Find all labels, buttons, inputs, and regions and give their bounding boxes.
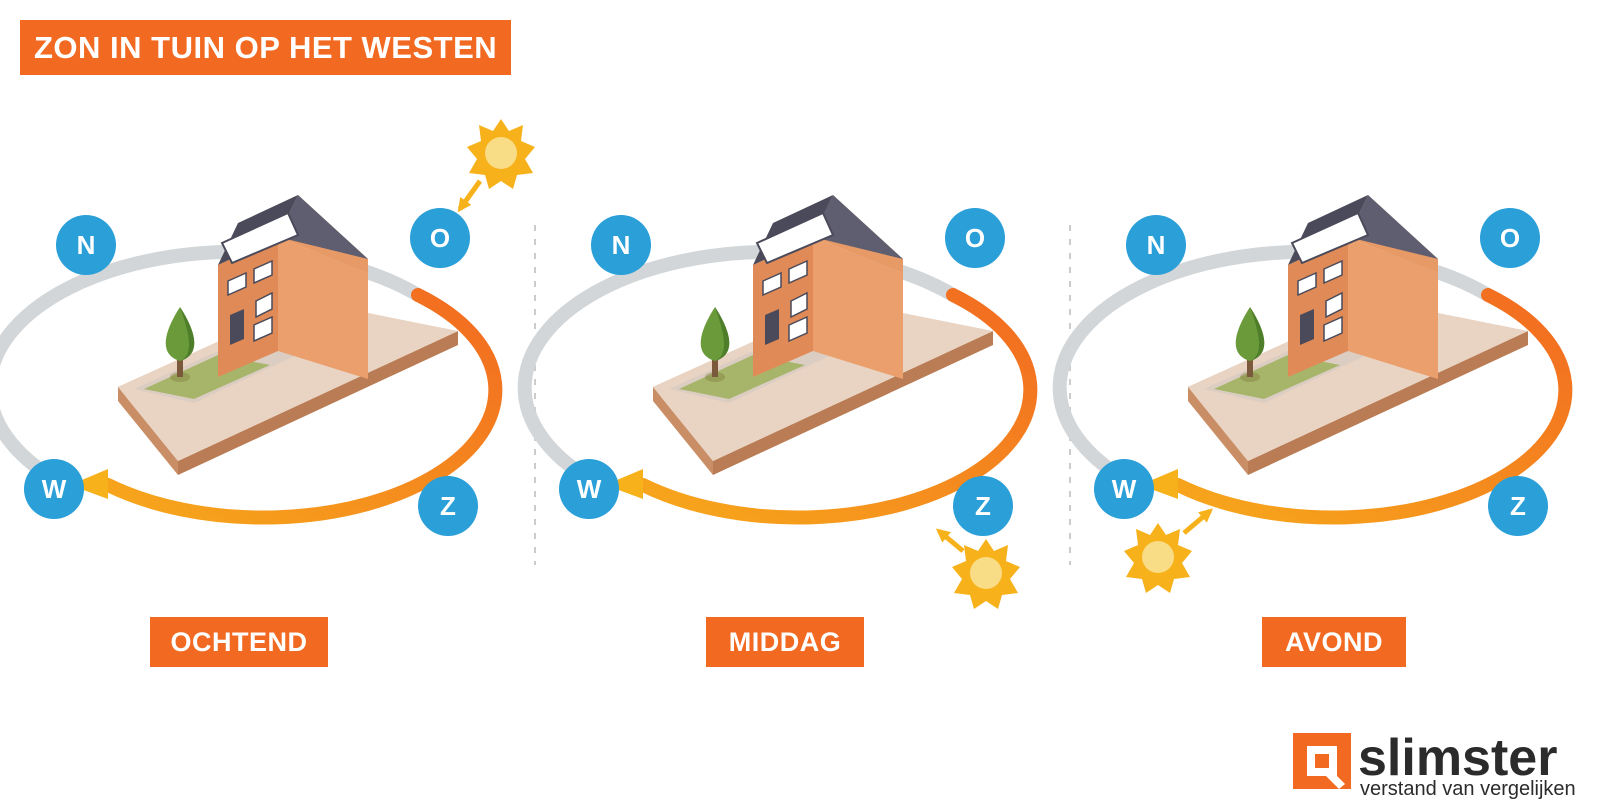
sun-track-day: [101, 288, 503, 525]
compass-east-icon: O: [945, 208, 1005, 268]
house-icon: [117, 194, 459, 476]
compass-north-label: N: [1147, 230, 1166, 260]
arrow-head-icon: [605, 469, 643, 499]
sun-ray-arrow-head: [935, 528, 951, 543]
sun-track-day: [1171, 288, 1573, 525]
arrow-head-icon: [1140, 469, 1178, 499]
panel-middag: N O W Z: [517, 194, 1038, 609]
compass-south-label: Z: [1510, 491, 1526, 521]
arrow-head-icon: [70, 469, 108, 499]
compass-south-icon: Z: [953, 476, 1013, 536]
compass-north-icon: N: [591, 215, 651, 275]
panel-label-middag: MIDDAG: [706, 617, 864, 667]
compass-north-label: N: [77, 230, 96, 260]
house-icon: [652, 194, 994, 476]
compass-north-icon: N: [56, 215, 116, 275]
compass-east-label: O: [1500, 223, 1520, 253]
compass-west-icon: W: [24, 459, 84, 519]
page-title: ZON IN TUIN OP HET WESTEN: [20, 20, 512, 75]
compass-east-label: O: [430, 223, 450, 253]
panel-label-avond: AVOND: [1262, 617, 1406, 667]
compass-south-icon: Z: [1488, 476, 1548, 536]
panel-label-ochtend: OCHTEND: [150, 617, 328, 667]
compass-south-icon: Z: [418, 476, 478, 536]
compass-east-icon: O: [410, 208, 470, 268]
compass-east-icon: O: [1480, 208, 1540, 268]
compass-east-label: O: [965, 223, 985, 253]
logo-tagline: verstand van vergelijken: [1360, 778, 1576, 800]
sun-track-day: [636, 288, 1038, 525]
compass-west-label: W: [577, 474, 602, 504]
compass-west-label: W: [1112, 474, 1137, 504]
house-icon: [1187, 194, 1529, 476]
compass-south-label: Z: [440, 491, 456, 521]
compass-north-icon: N: [1126, 215, 1186, 275]
compass-west-icon: W: [559, 459, 619, 519]
sun-icon: [467, 119, 535, 189]
logo: slimster verstand van vergelijken: [1293, 729, 1576, 800]
compass-west-label: W: [42, 474, 67, 504]
panel-ochtend: N O W Z: [0, 119, 535, 536]
compass-south-label: Z: [975, 491, 991, 521]
logo-icon: [1293, 733, 1351, 789]
sun-ray-arrow-head: [1198, 508, 1214, 523]
panel-avond: N O W Z: [1052, 194, 1573, 593]
sun-ray-arrow-head: [457, 197, 472, 213]
logo-name: slimster: [1358, 729, 1557, 787]
compass-north-label: N: [612, 230, 631, 260]
compass-west-icon: W: [1094, 459, 1154, 519]
sun-icon: [1124, 523, 1192, 593]
